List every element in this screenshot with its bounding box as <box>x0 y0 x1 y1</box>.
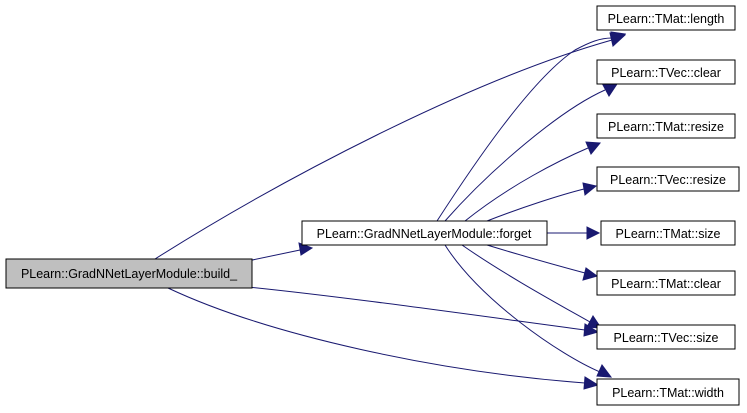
node-tmat-width-label: PLearn::TMat::width <box>612 386 724 400</box>
edge-forget-to-tvec-size <box>461 244 602 329</box>
node-forget-label: PLearn::GradNNetLayerModule::forget <box>317 227 532 241</box>
edge-forget-to-tmat-width <box>444 244 613 378</box>
node-tmat-resize-label: PLearn::TMat::resize <box>608 120 724 134</box>
node-tvec-resize[interactable]: PLearn::TVec::resize <box>596 166 740 192</box>
edge-build-to-tvec-size <box>237 285 600 337</box>
edge-forget-to-tmat-size <box>543 226 601 240</box>
node-tmat-size[interactable]: PLearn::TMat::size <box>600 220 736 246</box>
node-tvec-clear-label: PLearn::TVec::clear <box>611 66 721 80</box>
node-tmat-clear[interactable]: PLearn::TMat::clear <box>596 270 736 296</box>
node-tvec-resize-label: PLearn::TVec::resize <box>610 173 726 187</box>
node-tvec-size[interactable]: PLearn::TVec::size <box>596 324 736 350</box>
node-build-label: PLearn::GradNNetLayerModule::build_ <box>21 267 238 281</box>
edge-forget-to-tmat-resize <box>464 141 601 222</box>
node-tmat-clear-label: PLearn::TMat::clear <box>611 277 721 291</box>
edge-forget-to-tmat-length <box>436 31 627 222</box>
node-tvec-size-label: PLearn::TVec::size <box>614 331 719 345</box>
node-tmat-length-label: PLearn::TMat::length <box>608 12 725 26</box>
node-tmat-length[interactable]: PLearn::TMat::length <box>596 5 736 31</box>
node-tmat-size-label: PLearn::TMat::size <box>616 227 721 241</box>
node-tmat-width[interactable]: PLearn::TMat::width <box>596 378 740 406</box>
node-build[interactable]: PLearn::GradNNetLayerModule::build_ <box>5 258 253 289</box>
node-tvec-clear[interactable]: PLearn::TVec::clear <box>596 59 736 85</box>
edge-forget-to-tmat-clear <box>486 244 599 281</box>
node-tmat-resize[interactable]: PLearn::TMat::resize <box>596 113 736 139</box>
edge-forget-to-tvec-resize <box>486 182 598 222</box>
edge-build-to-tmat-width <box>167 287 600 390</box>
node-forget[interactable]: PLearn::GradNNetLayerModule::forget <box>301 220 548 246</box>
